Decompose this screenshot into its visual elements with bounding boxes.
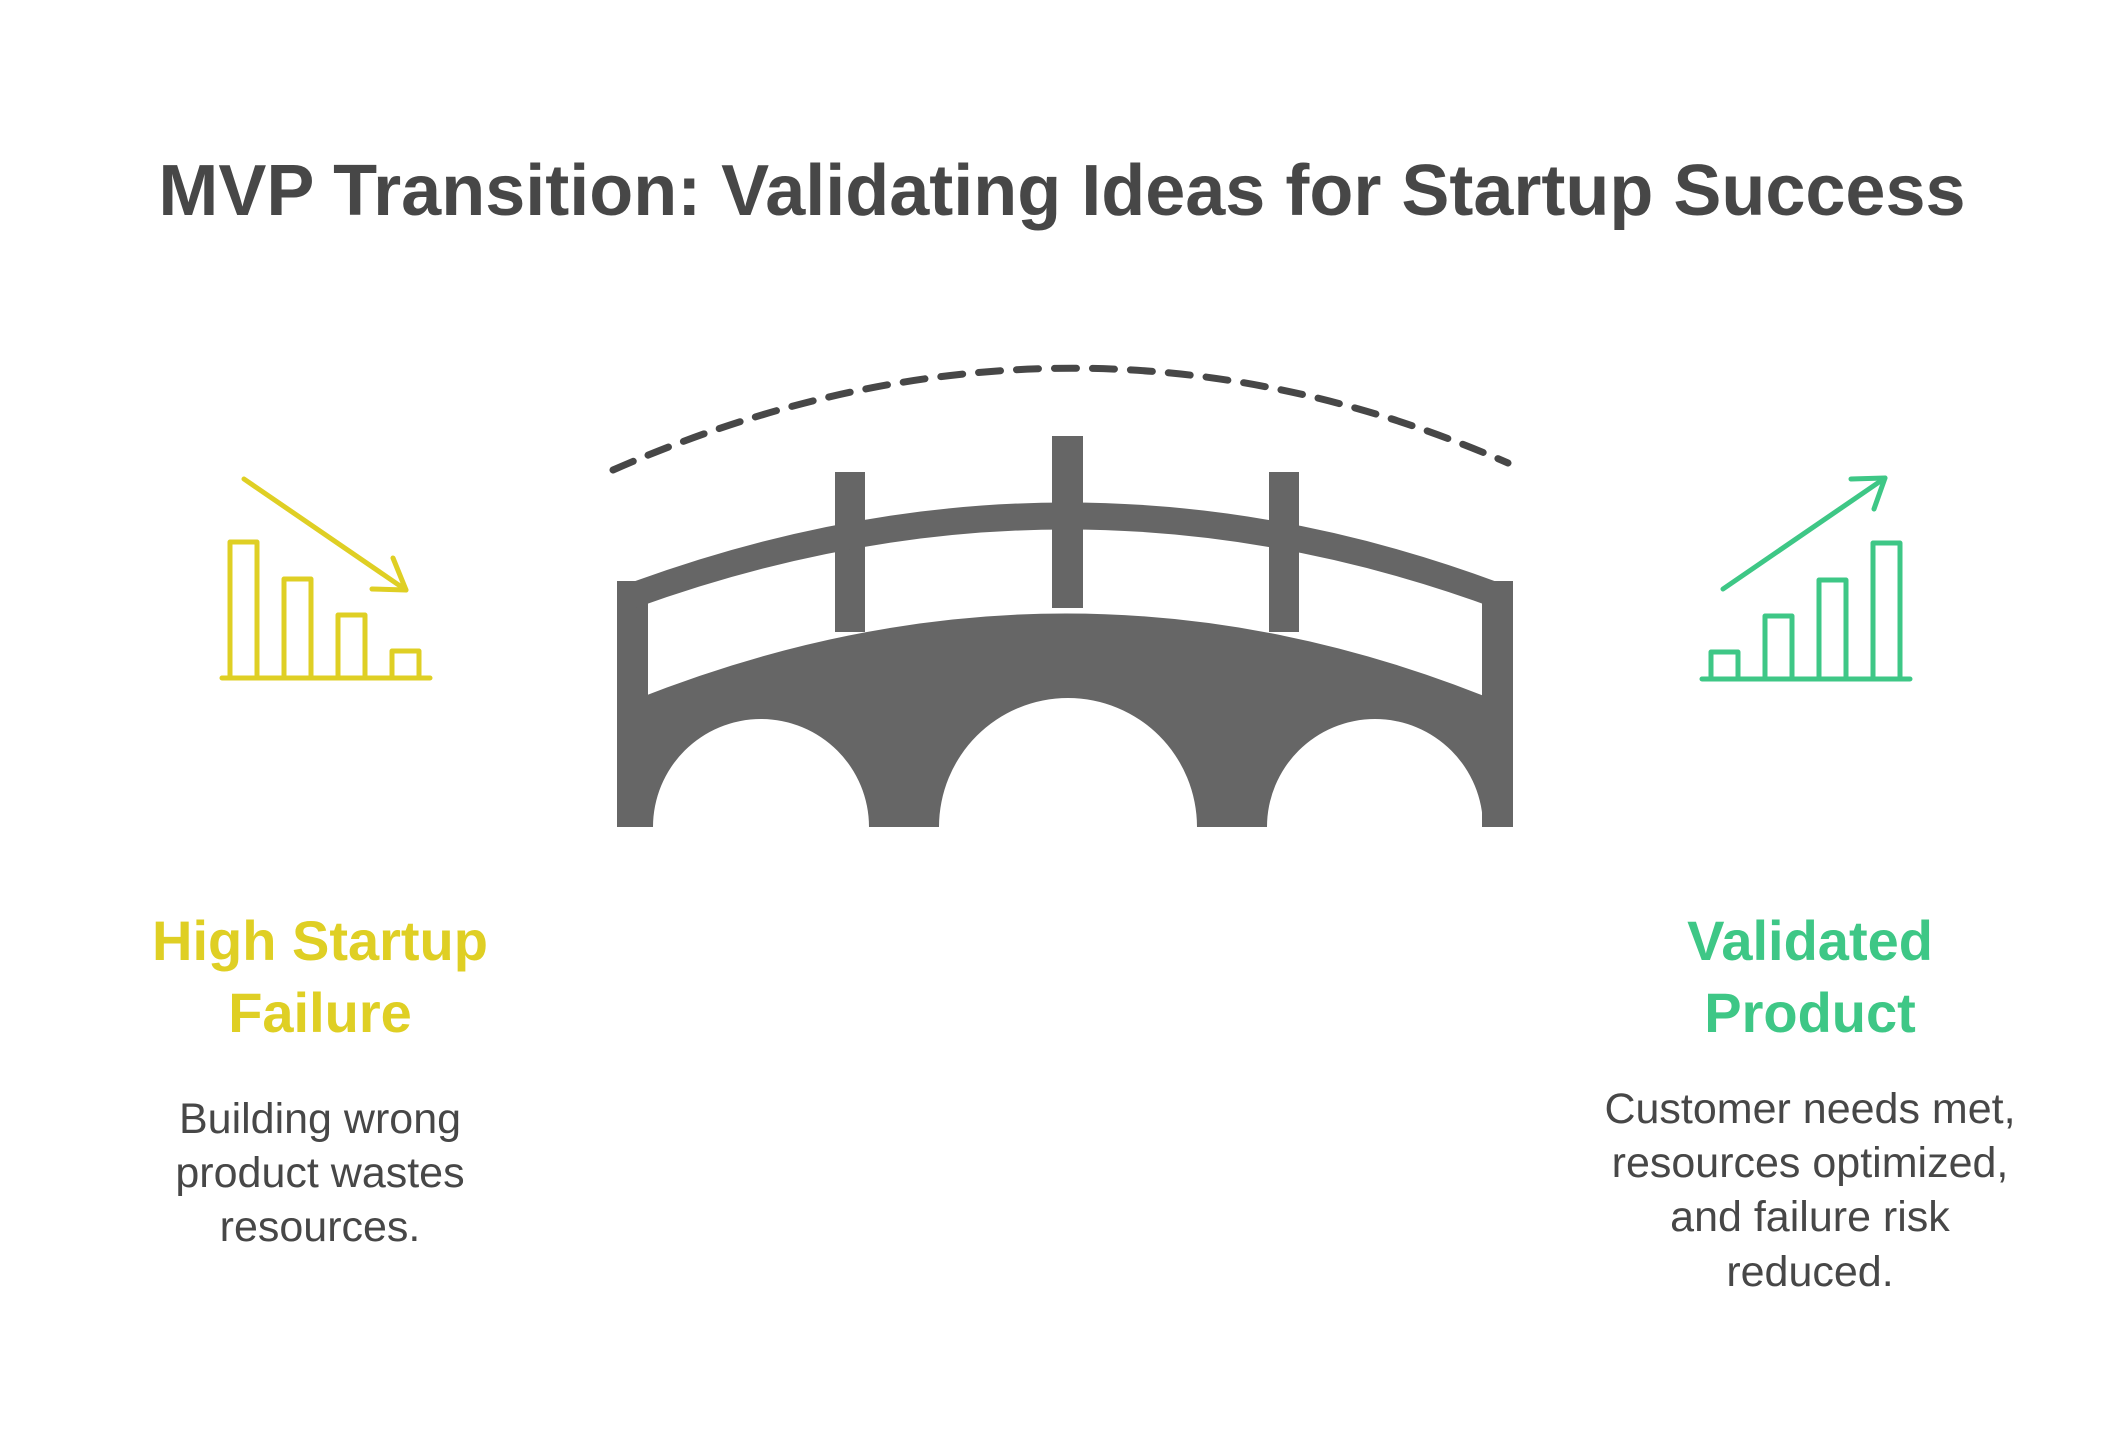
bridge-rail bbox=[630, 502, 1500, 610]
right-heading: Validated Product bbox=[1580, 905, 2040, 1048]
bridge-icon bbox=[617, 436, 1513, 827]
left-heading: High Startup Failure bbox=[80, 905, 560, 1048]
left-heading-line-2: Failure bbox=[228, 980, 412, 1044]
declining-bar-chart-icon bbox=[219, 476, 433, 681]
bridge-post-inner-left bbox=[835, 472, 865, 632]
left-heading-line-1: High Startup bbox=[152, 909, 488, 972]
dashed-arc-connector bbox=[609, 364, 1512, 474]
growing-bar-chart-icon bbox=[1699, 475, 1913, 682]
right-description: Customer needs met, resources optimized,… bbox=[1604, 1085, 2016, 1296]
left-description: Building wrong product wastes resources. bbox=[175, 1095, 465, 1252]
bridge-deck bbox=[617, 613, 1511, 827]
bridge-post-right bbox=[1482, 581, 1513, 827]
bridge-post-inner-right bbox=[1269, 472, 1299, 632]
bridge-post-left bbox=[617, 581, 648, 827]
right-heading-line-2: Product bbox=[1704, 980, 1916, 1044]
right-heading-line-1: Validated bbox=[1687, 909, 1933, 972]
page-title: MVP Transition: Validating Ideas for Sta… bbox=[158, 151, 1966, 231]
